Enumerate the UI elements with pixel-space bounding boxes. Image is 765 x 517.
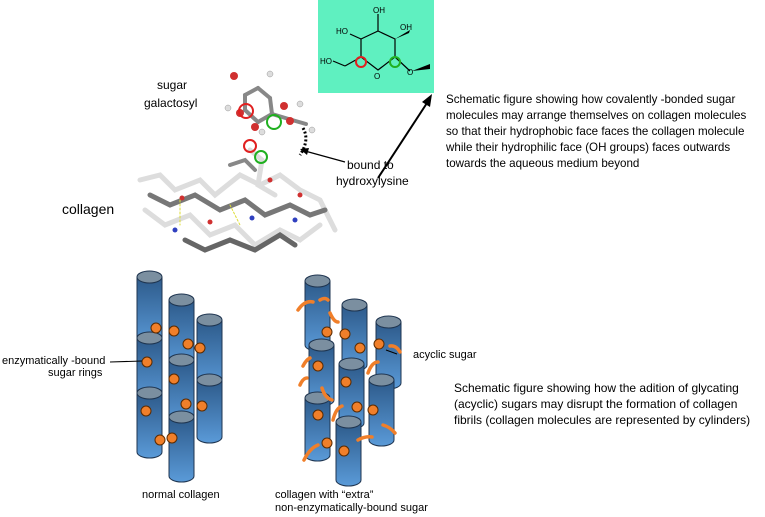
acyclic-sugar-squiggle (331, 404, 344, 422)
glycated-collagen-label-2: non-enzymatically-bound sugar (275, 502, 428, 514)
sugar-ring-dot (168, 325, 180, 337)
collagen-cylinder (168, 293, 195, 369)
galactosyl-label: galactosyl (144, 96, 198, 110)
ho-label: HO (320, 57, 332, 66)
sugar-ring-dot (340, 376, 352, 388)
enzymatic-label: enzymatically -bound (2, 355, 106, 367)
acyclic-sugar-squiggle (356, 435, 374, 442)
sugar-ring-dot (154, 434, 166, 446)
sugar-ring-dot (140, 405, 152, 417)
sugar-ring-dot (339, 328, 351, 340)
sugar-label: sugar (157, 78, 188, 92)
sugar-ring-dot (312, 360, 324, 372)
sugar-ring-dot (182, 338, 194, 350)
acyclic-sugar-squiggle (301, 356, 312, 368)
hydroxylysine-label: hydroxylysine (336, 174, 409, 188)
acyclic-sugars (296, 296, 402, 462)
sugar-ring-dot (312, 409, 324, 421)
enzymatic-sugar-rings (140, 322, 385, 457)
collagen-molecule (137, 147, 338, 253)
oh-label: OH (400, 23, 412, 32)
green-circle-marker (254, 150, 268, 164)
sugar-ring-dot (321, 326, 333, 338)
acyclic-sugar-squiggle (302, 443, 320, 462)
sugar-ring-dot (367, 404, 379, 416)
glycated-collagen-label: collagen with “extra” (275, 489, 374, 501)
acyclic-sugar-squiggle (388, 344, 402, 354)
acyclic-sugar-squiggle (366, 360, 380, 375)
glucose-structure-panel (318, 0, 434, 93)
ho-label: HO (336, 27, 348, 36)
sugar-ring-dot (373, 338, 385, 350)
collagen-cylinder (136, 386, 163, 459)
galactosyl-molecule (224, 70, 316, 136)
sugar-ring-dot (321, 437, 333, 449)
enzymatic-pointer (109, 360, 143, 363)
acyclic-pointer (385, 349, 398, 355)
sugar-ring-dot (168, 373, 180, 385)
acyclic-sugar-squiggle (328, 311, 340, 324)
sugar-ring-dot (166, 432, 178, 444)
link-oxygen-label: O (407, 68, 413, 77)
acyclic-sugar-label: acyclic sugar (413, 349, 477, 361)
red-circle-marker (243, 139, 257, 153)
sugar-ring-dot (351, 401, 363, 413)
sugar-ring-dot (194, 342, 206, 354)
sugar-ring-dot (150, 322, 162, 334)
green-circle-marker (389, 56, 401, 68)
collagen-cylinder (368, 373, 395, 447)
sugar-ring-dot (354, 342, 366, 354)
bound-pointer-arrow (304, 150, 346, 163)
sugar-ring-dot (141, 356, 153, 368)
sugar-ring-dot (180, 398, 192, 410)
collagen-label: collagen (62, 201, 115, 217)
collagen-cylinder (168, 410, 195, 483)
sugar-ring-dot (338, 445, 350, 457)
acyclic-sugar-squiggle (320, 386, 334, 402)
acyclic-sugar-squiggle (381, 423, 397, 435)
acyclic-sugar-squiggle (296, 299, 315, 312)
glycosidic-bond-dots (298, 127, 308, 156)
oh-label: OH (373, 6, 385, 15)
bottom-caption: Schematic figure showing how the adition… (454, 381, 751, 427)
pointer-arrow (377, 102, 428, 179)
red-circle-marker (355, 56, 367, 68)
normal-collagen-label: normal collagen (142, 489, 220, 501)
ring-oxygen-label: O (374, 72, 380, 81)
sugar-rings-label: sugar rings (48, 367, 103, 379)
bound-to-label: bound to (347, 158, 394, 172)
top-caption: Schematic figure showing how covalently … (446, 93, 747, 170)
acyclic-sugar-squiggle (298, 376, 309, 387)
collagen-cylinder (196, 373, 223, 444)
acyclic-sugar-squiggle (318, 296, 330, 302)
sugar-ring-dot (196, 400, 208, 412)
